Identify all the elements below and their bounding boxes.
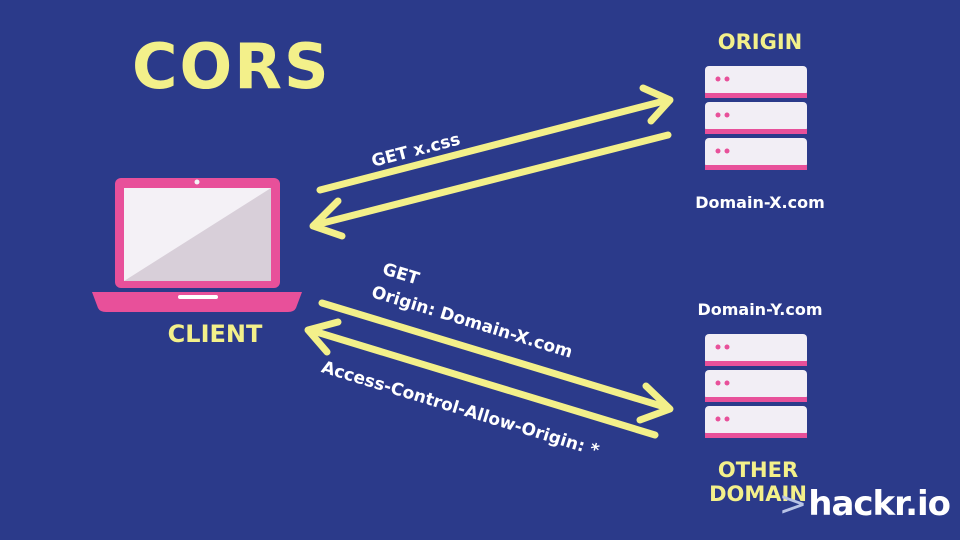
request-arrow-to-origin xyxy=(316,84,674,194)
brand-chevron: > xyxy=(778,484,807,524)
response-arrow-from-origin xyxy=(309,131,672,240)
brand-logo[interactable]: >hackr.io xyxy=(778,484,951,524)
laptop-icon xyxy=(92,178,302,312)
origin-label: ORIGIN xyxy=(717,30,803,54)
brand-name: hackr.io xyxy=(808,484,951,524)
client-label: CLIENT xyxy=(167,320,263,348)
origin-server-icon xyxy=(705,66,807,170)
request-arrow-to-other-domain xyxy=(318,299,674,424)
origin-domain-label: Domain-X.com xyxy=(695,193,825,212)
other-domain-server-icon xyxy=(705,334,807,438)
response-arrow-from-other-domain xyxy=(304,318,659,439)
page-title: CORS xyxy=(132,30,331,103)
other-domain-label: OTHER DOMAIN xyxy=(709,458,807,506)
other-domain-name-label: Domain-Y.com xyxy=(697,300,823,319)
